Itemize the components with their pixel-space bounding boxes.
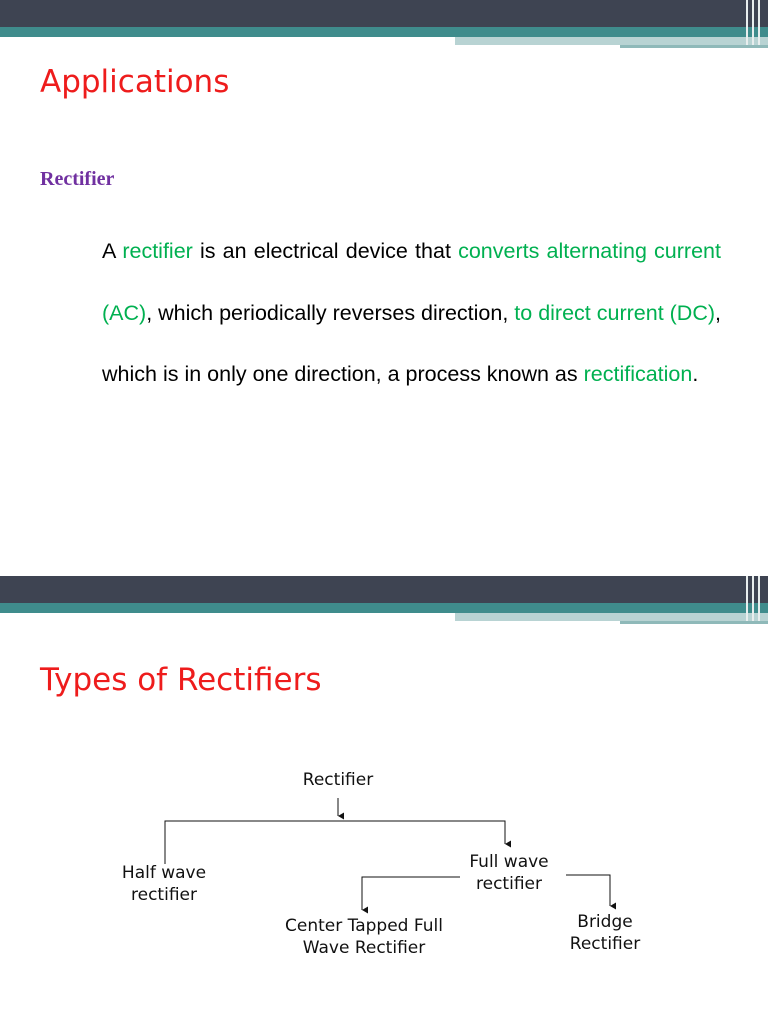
header-band-pale <box>455 37 768 45</box>
node-label: Rectifier <box>302 770 374 790</box>
para-highlight: rectification <box>583 362 693 386</box>
node-label: rectifier <box>131 885 197 905</box>
node-full-wave-rectifier: Full wave rectifier <box>448 851 570 895</box>
header-band-teal <box>0 603 768 613</box>
node-half-wave-rectifier: Half wave rectifier <box>103 862 225 906</box>
node-label: Full wave <box>469 852 549 872</box>
slide-gap <box>0 512 768 576</box>
header-rib <box>758 0 760 45</box>
node-label: Half wave <box>121 863 207 883</box>
slide-title: Applications <box>40 64 230 100</box>
header-band-pale <box>455 613 768 621</box>
header-rib <box>758 576 760 621</box>
para-highlight: converts alternating current (AC) <box>102 239 721 325</box>
connector-level1 <box>164 820 511 864</box>
node-label: Wave Rectifier <box>302 938 426 958</box>
para-text: , which periodically reverses direction, <box>146 300 515 325</box>
header-band-stripe <box>620 621 768 624</box>
rectifier-tree-connectors <box>164 798 616 914</box>
node-bridge-rectifier: Bridge Rectifier <box>554 911 656 955</box>
para-text: , which is in only one direction, a proc… <box>102 300 722 387</box>
slide-applications: Applications Rectifier A rectifier is an… <box>0 0 768 406</box>
header-rib <box>752 576 754 621</box>
subheading-rectifier: Rectifier <box>40 168 115 190</box>
header-band-dark <box>0 0 768 27</box>
node-label: Bridge <box>577 912 633 932</box>
node-label: Rectifier <box>569 934 641 954</box>
header-band-stripe <box>620 45 768 48</box>
slide-types-of-rectifiers: Types of Rectifiers Rectifier Half wave … <box>0 576 768 1024</box>
node-center-tapped-full-wave-rectifier: Center Tapped Full Wave Rectifier <box>262 915 466 959</box>
para-highlight: rectifier <box>122 239 193 263</box>
connector-to-bridge <box>566 874 616 910</box>
header-band-dark <box>0 576 768 603</box>
node-label: Center Tapped Full <box>285 916 443 936</box>
node-rectifier: Rectifier <box>290 769 386 791</box>
connector-to-center-tapped <box>361 876 460 914</box>
header-band <box>0 0 768 50</box>
para-text: . <box>692 362 699 386</box>
definition-paragraph: A rectifier is an electrical device that… <box>102 221 721 406</box>
header-band-teal <box>0 27 768 37</box>
slide-title: Types of Rectifiers <box>40 662 322 698</box>
header-rib <box>746 0 748 45</box>
header-rib <box>752 0 754 45</box>
header-band <box>0 576 768 626</box>
header-rib <box>746 576 748 621</box>
para-text: is an electrical device that <box>192 239 459 263</box>
node-label: rectifier <box>476 874 542 894</box>
para-text: A <box>102 239 123 263</box>
para-highlight: to direct current (DC) <box>514 300 716 325</box>
